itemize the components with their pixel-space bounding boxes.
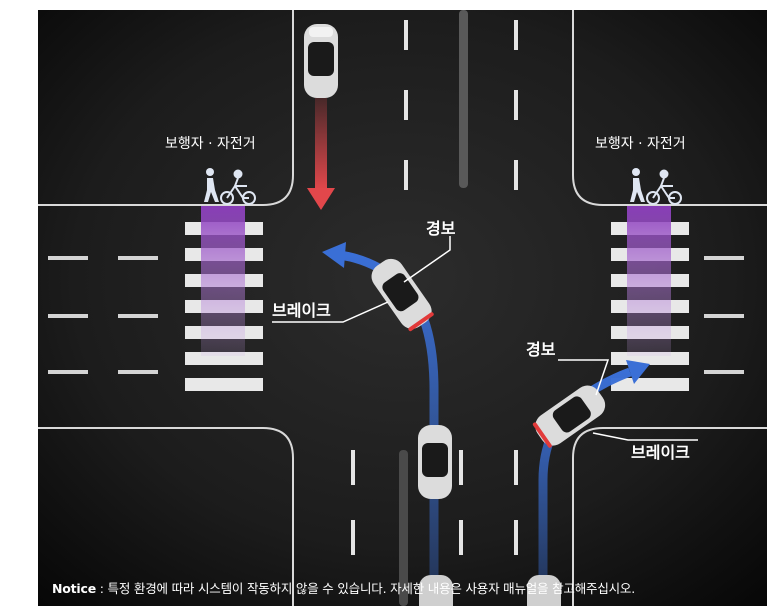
callout-lines xyxy=(272,236,698,441)
car-icon xyxy=(304,24,338,98)
ped-bike-label-right: 보행자 · 자전거 xyxy=(595,136,686,152)
road-curbs xyxy=(38,10,767,606)
pedestrian-icon xyxy=(204,168,219,202)
crosswalk-highlight-right xyxy=(627,206,671,356)
ped-bike-label-left: 보행자 · 자전거 xyxy=(165,136,256,152)
car-icon xyxy=(419,575,453,606)
intersection-diagram: 보행자 · 자전거 보행자 · 자전거 경보 브레이크 경보 브레이크 xyxy=(38,10,767,606)
bicycle-icon xyxy=(220,169,256,205)
bicycle-icon xyxy=(646,169,682,205)
brake-label-center: 브레이크 xyxy=(272,301,331,320)
alert-label-center: 경보 xyxy=(426,219,456,238)
car-icon xyxy=(371,258,434,332)
brake-label-right: 브레이크 xyxy=(631,443,690,462)
lane-markings-horizontal xyxy=(48,256,744,374)
notice-text: Notice : 특정 환경에 따라 시스템이 작동하지 않을 수 있습니다. … xyxy=(52,578,635,597)
alert-label-right: 경보 xyxy=(526,340,556,359)
lane-markings-vertical xyxy=(351,10,518,606)
pedestrian-icon xyxy=(630,168,645,202)
notice-prefix: Notice xyxy=(52,581,96,596)
crosswalk-left xyxy=(185,206,263,391)
oncoming-vehicle-arrow xyxy=(307,98,335,210)
crosswalk-highlight-left xyxy=(201,206,245,356)
car-icon xyxy=(418,425,452,499)
notice-body: : 특정 환경에 따라 시스템이 작동하지 않을 수 있습니다. 자세한 내용은… xyxy=(96,581,635,596)
crosswalk-right xyxy=(611,206,689,391)
car-icon xyxy=(532,385,606,448)
car-icon xyxy=(527,575,561,606)
